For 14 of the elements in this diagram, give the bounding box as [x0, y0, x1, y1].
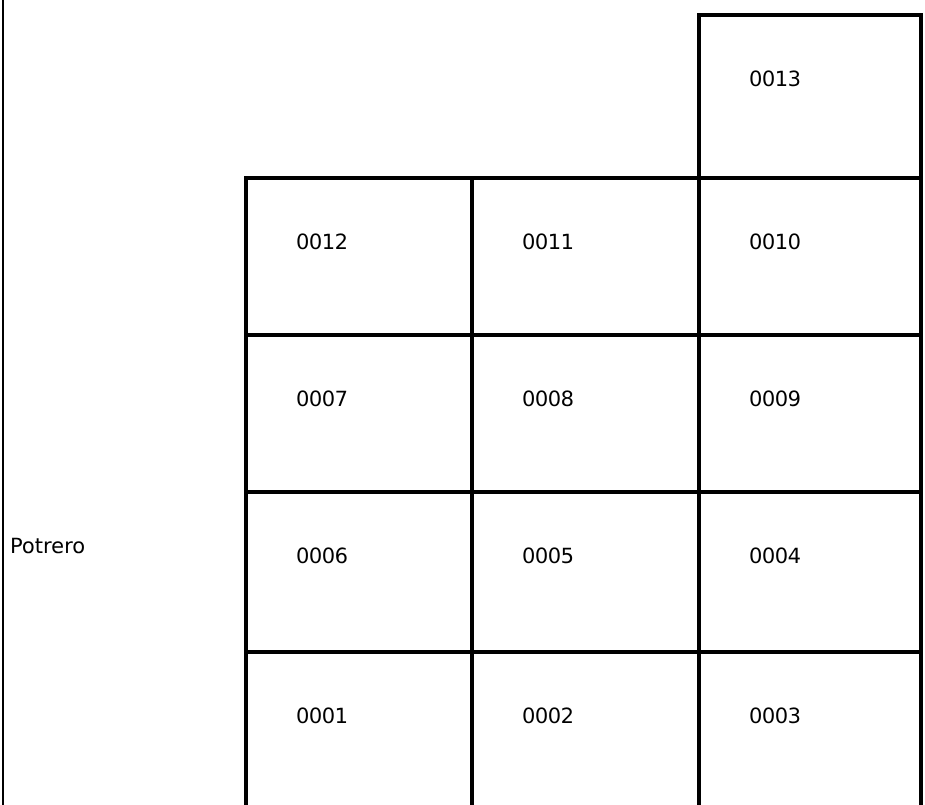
- area-label: Potrero: [10, 534, 86, 558]
- lot-number: 0004: [749, 544, 800, 568]
- lot-number: 0006: [296, 544, 348, 568]
- lot-number: 0008: [522, 387, 574, 411]
- lot-number: 0011: [522, 230, 574, 254]
- lot-number: 0012: [296, 230, 348, 254]
- lot-number: 0010: [749, 230, 800, 254]
- lot-number: 0001: [296, 704, 348, 728]
- lot-number: 0013: [749, 67, 800, 91]
- lot-number: 0007: [296, 387, 348, 411]
- lot-number: 0009: [749, 387, 800, 411]
- lot-number: 0002: [522, 704, 574, 728]
- lot-number: 0005: [522, 544, 574, 568]
- lot-number: 0003: [749, 704, 800, 728]
